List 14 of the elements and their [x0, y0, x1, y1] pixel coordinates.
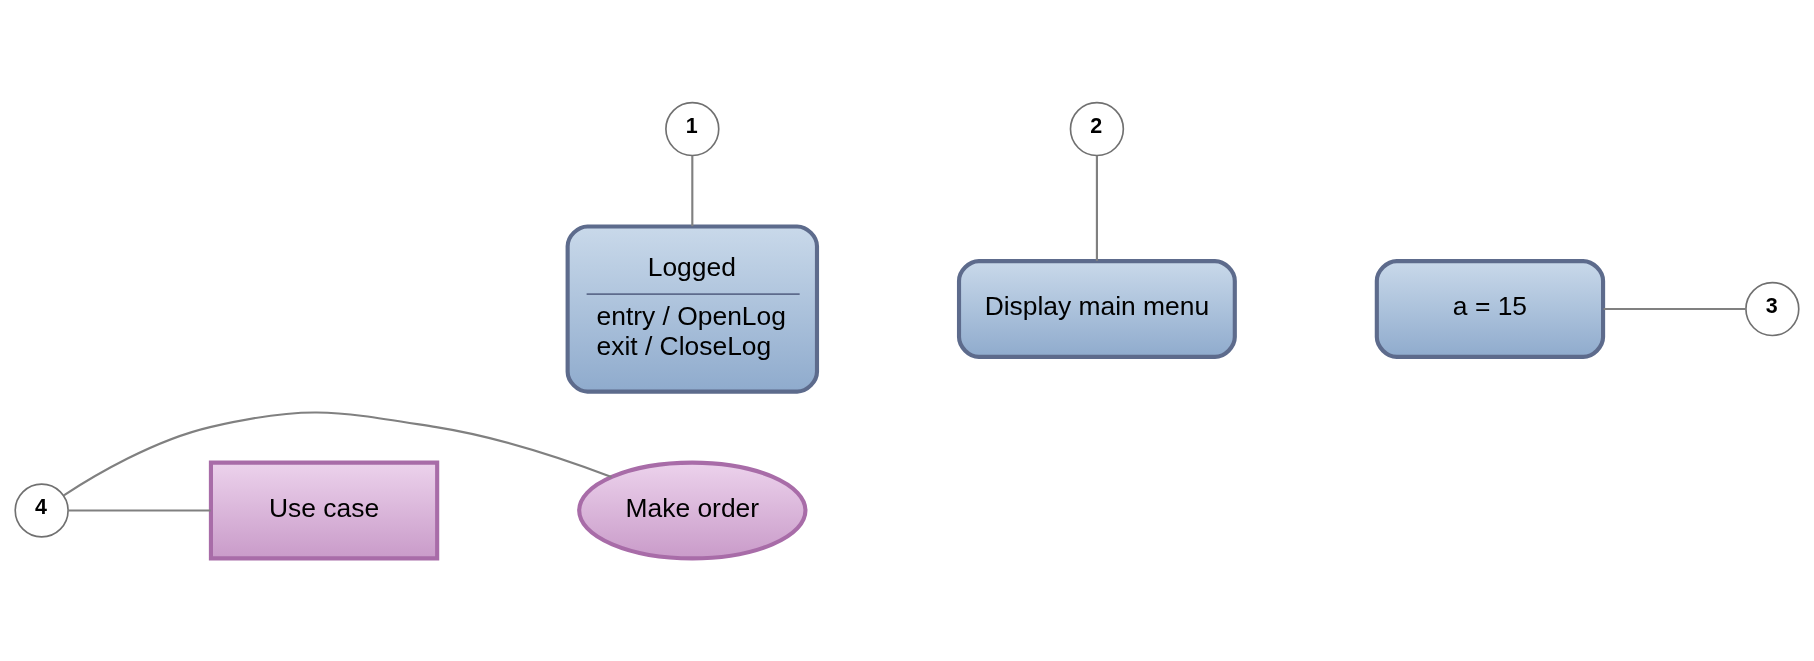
connector [1095, 156, 1098, 261]
node-circle: 1 [665, 101, 720, 157]
node-circle: 4 [14, 483, 69, 538]
node-box: Display main menu [956, 259, 1237, 359]
connector [68, 509, 211, 512]
node-box: Logged entry / OpenLog exit / CloseLog [565, 224, 820, 394]
node-box: a = 15 [1374, 259, 1606, 359]
node-box: Use case [208, 460, 440, 561]
node-ellipse: Make order [577, 460, 808, 561]
node-circle: 2 [1069, 101, 1125, 157]
node-circle: 3 [1745, 281, 1800, 337]
connector [1603, 307, 1746, 311]
connector [63, 411, 612, 497]
connector [691, 156, 694, 227]
